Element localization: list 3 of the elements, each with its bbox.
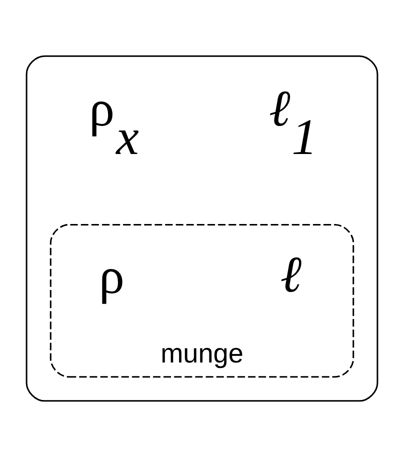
node-text: ℓ (280, 246, 302, 303)
cluster (26, 54, 378, 402)
node-text: ρ (98, 247, 124, 304)
